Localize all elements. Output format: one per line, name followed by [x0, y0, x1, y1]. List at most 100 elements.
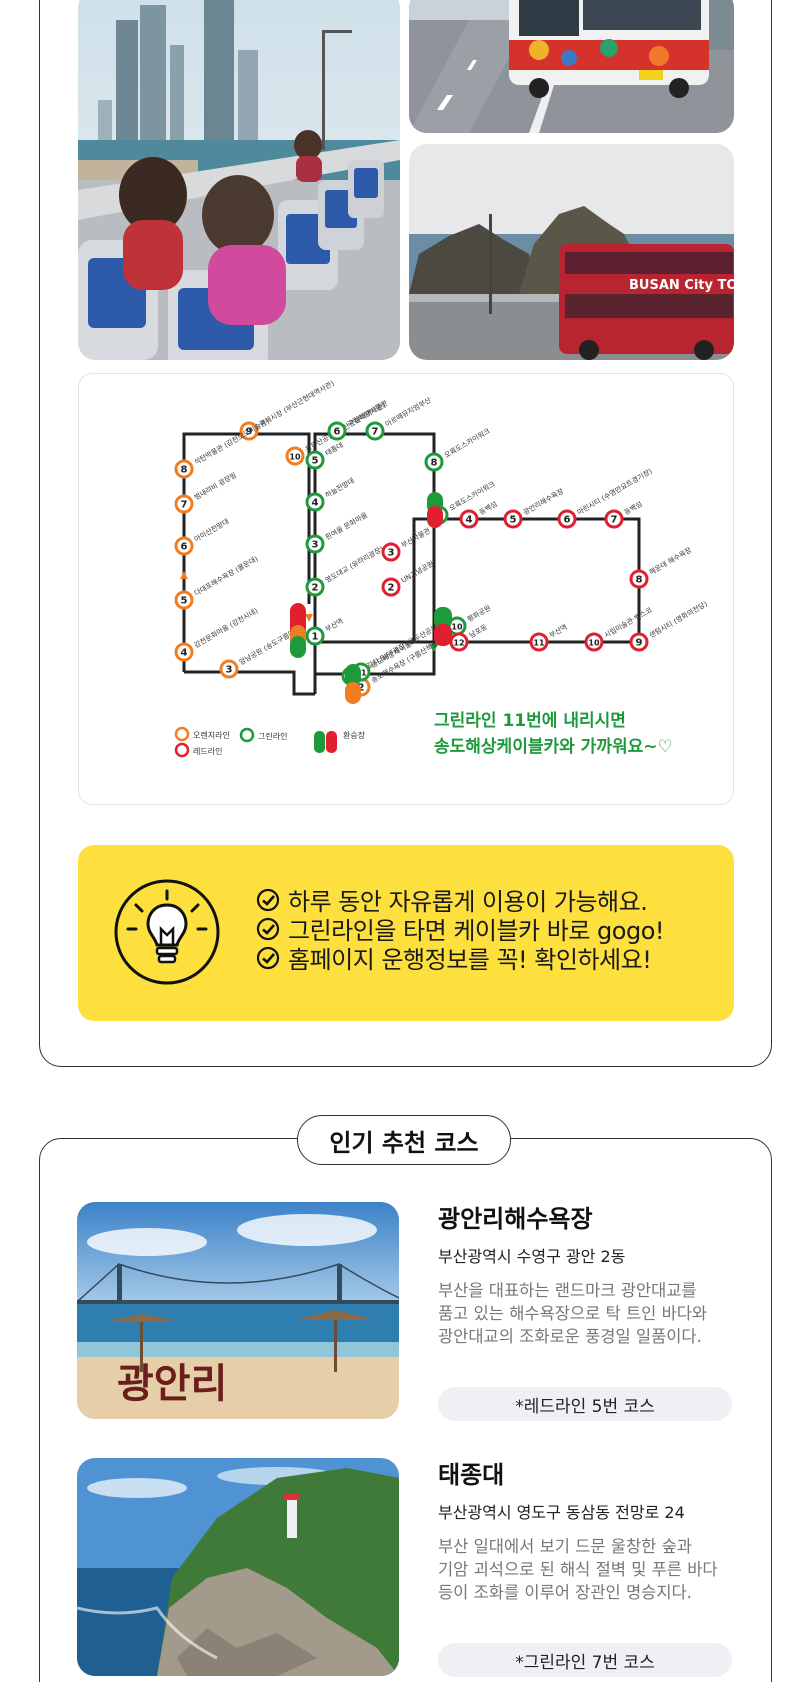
- route-stop-number: 4: [181, 648, 188, 659]
- route-stop-marker: [424, 452, 444, 472]
- check-circle-icon: [256, 888, 280, 911]
- taejongdae-photo: [77, 1458, 399, 1676]
- route-stop-marker: [305, 577, 325, 597]
- route-stop-name: 태종대: [324, 441, 345, 458]
- route-stop-number: 2: [358, 683, 365, 694]
- route-stop-number: 3: [226, 665, 233, 676]
- course-title: 태종대: [438, 1461, 505, 1489]
- cablecar-callout-line1: 그린라인 11번에 내리시면: [434, 711, 626, 731]
- route-stop-marker: [629, 569, 649, 589]
- route-stop-name: 광안리해수욕장: [522, 486, 566, 517]
- route-stop-name: 부산역: [324, 616, 345, 633]
- route-stop-name: 아르떼뮤지엄부산: [384, 395, 434, 429]
- route-stop-name: 남포동: [468, 622, 490, 640]
- route-stop-number: 11: [533, 639, 545, 648]
- route-stop-marker: [365, 421, 385, 441]
- route-stop-name: 오륙도스카이워크: [443, 426, 493, 460]
- tip-text: 하루 동안 자유롭게 이용이 가능해요.: [288, 888, 648, 916]
- route-stop-marker: [174, 459, 194, 479]
- route-stop-number: 6: [564, 515, 571, 526]
- course-route-tag: *레드라인 5번 코스: [438, 1387, 732, 1421]
- route-stop-name: 영도대교 (유라리광장): [324, 544, 386, 585]
- course-title: 광안리해수욕장: [438, 1205, 593, 1233]
- check-circle-icon: [256, 917, 280, 940]
- legend-transfer: 환승장: [343, 730, 366, 740]
- route-stop-marker: [174, 536, 194, 556]
- tip-text: 홈페이지 운행정보를 꼭! 확인하세요!: [288, 946, 652, 974]
- route-stop-marker: [629, 632, 649, 652]
- route-stop-number: 2: [312, 583, 319, 594]
- route-stop-marker: [459, 509, 479, 529]
- route-stop-number: 4: [312, 498, 319, 509]
- route-stop-name: UN기념공원: [400, 559, 436, 585]
- tips-box: 하루 동안 자유롭게 이용이 가능해요. 그린라인을 타면 케이블카 바로 go…: [78, 845, 734, 1021]
- route-stop-number: 6: [334, 427, 341, 438]
- route-stop-marker: [305, 534, 325, 554]
- city-bus-highway-photo: [409, 0, 734, 133]
- route-stop-name: 아미산전망대: [193, 517, 231, 544]
- route-stop-name: 시립미술관·벡스코: [603, 605, 655, 640]
- route-stop-number: 8: [431, 458, 438, 469]
- route-stop-marker: [503, 509, 523, 529]
- course-address: 부산광역시 영도구 동삼동 전망로 24: [438, 1503, 685, 1522]
- route-stop-name: 흰여울 문화마을: [324, 510, 370, 542]
- course-description: 부산을 대표하는 랜드마크 광안대교를 품고 있는 해수욕장으로 탁 트인 바다…: [438, 1281, 708, 1346]
- tip-item: 그린라인을 타면 케이블카 바로 gogo!: [256, 914, 665, 945]
- route-stop-marker: [174, 494, 194, 514]
- section-title: 인기 추천 코스: [297, 1115, 511, 1165]
- lightbulb-icon: [114, 879, 220, 985]
- tips-list: 하루 동안 자유롭게 이용이 가능해요. 그린라인을 타면 케이블카 바로 go…: [256, 885, 665, 974]
- route-stop-name: 국제시장 (부산근현대역사관): [258, 378, 336, 428]
- course-description: 부산 일대에서 보기 드문 울창한 숲과 기암 괴석으로 된 해식 절벽 및 푸…: [438, 1537, 718, 1602]
- legend-orange-line: 오렌지라인: [193, 730, 230, 740]
- route-stop-name: 평화공원: [466, 603, 493, 624]
- route-stop-name: 마린시티 (수영만요트경기장): [576, 466, 654, 516]
- gwangalli-sign: 광안리: [117, 1361, 227, 1407]
- course-route-tag: *그린라인 7번 코스: [438, 1643, 732, 1677]
- route-stop-marker: [305, 626, 325, 646]
- route-stop-number: 9: [636, 638, 643, 649]
- route-stop-name: 부산박물관: [400, 526, 433, 550]
- busan-city-tour-bus-photo: BUSAN City TOUR: [409, 144, 734, 360]
- route-stop-number: 5: [181, 596, 188, 607]
- route-stop-name: 부산역: [548, 622, 569, 639]
- route-stop-number: 12: [453, 639, 464, 648]
- route-stop-number: 8: [181, 465, 188, 476]
- map-legend: 오렌지라인 레드라인 그린라인 환승장: [174, 726, 366, 758]
- route-stop-number: 3: [312, 540, 319, 551]
- route-stop-number: 11: [355, 669, 367, 678]
- route-stop-marker: [305, 492, 325, 512]
- route-stop-marker: [327, 421, 347, 441]
- route-stop-name: 해운대 해수욕장: [648, 545, 694, 577]
- route-stop-name: 다대포해수욕장 (몰운대): [193, 554, 260, 598]
- route-stop-name: 동백섬: [478, 499, 499, 516]
- route-stop-marker: [285, 446, 305, 466]
- route-stop-name: 센텀시티 (영화의전당): [648, 599, 710, 640]
- route-stop-marker: [584, 632, 604, 652]
- route-stop-name: 범내려비 광장빌: [193, 470, 238, 501]
- tip-item: 홈페이지 운행정보를 꼭! 확인하세요!: [256, 943, 664, 974]
- route-stop-number: 8: [636, 575, 643, 586]
- route-stop-number: 5: [510, 515, 517, 526]
- route-stop-number: 10: [289, 453, 301, 462]
- route-stop-name: 하늘전망대: [324, 476, 356, 500]
- route-stop-name: 석탄박물관 (감천모도미술관): [193, 416, 271, 466]
- route-stop-marker: [449, 632, 469, 652]
- route-stop-marker: [557, 509, 577, 529]
- legend-green-line: 그린라인: [258, 731, 287, 741]
- route-stop-name: 국립해양박물관: [346, 398, 390, 429]
- gwangalli-beach-photo: 광안리: [77, 1202, 399, 1419]
- route-stop-number: 7: [372, 427, 379, 438]
- route-stop-marker: [174, 642, 194, 662]
- check-circle-icon: [256, 946, 280, 969]
- route-stop-number: 7: [181, 500, 188, 511]
- route-stop-marker: [381, 542, 401, 562]
- open-top-bus-photo: [78, 0, 400, 360]
- route-stop-marker: [604, 509, 624, 529]
- cablecar-callout-line2: 송도해상케이블카와 가까워요~♡: [434, 737, 673, 757]
- tip-text: 그린라인을 타면 케이블카 바로 gogo!: [288, 917, 665, 945]
- route-stop-number: 10: [588, 639, 600, 648]
- svg-text:BUSAN City TOUR: BUSAN City TOUR: [629, 278, 734, 293]
